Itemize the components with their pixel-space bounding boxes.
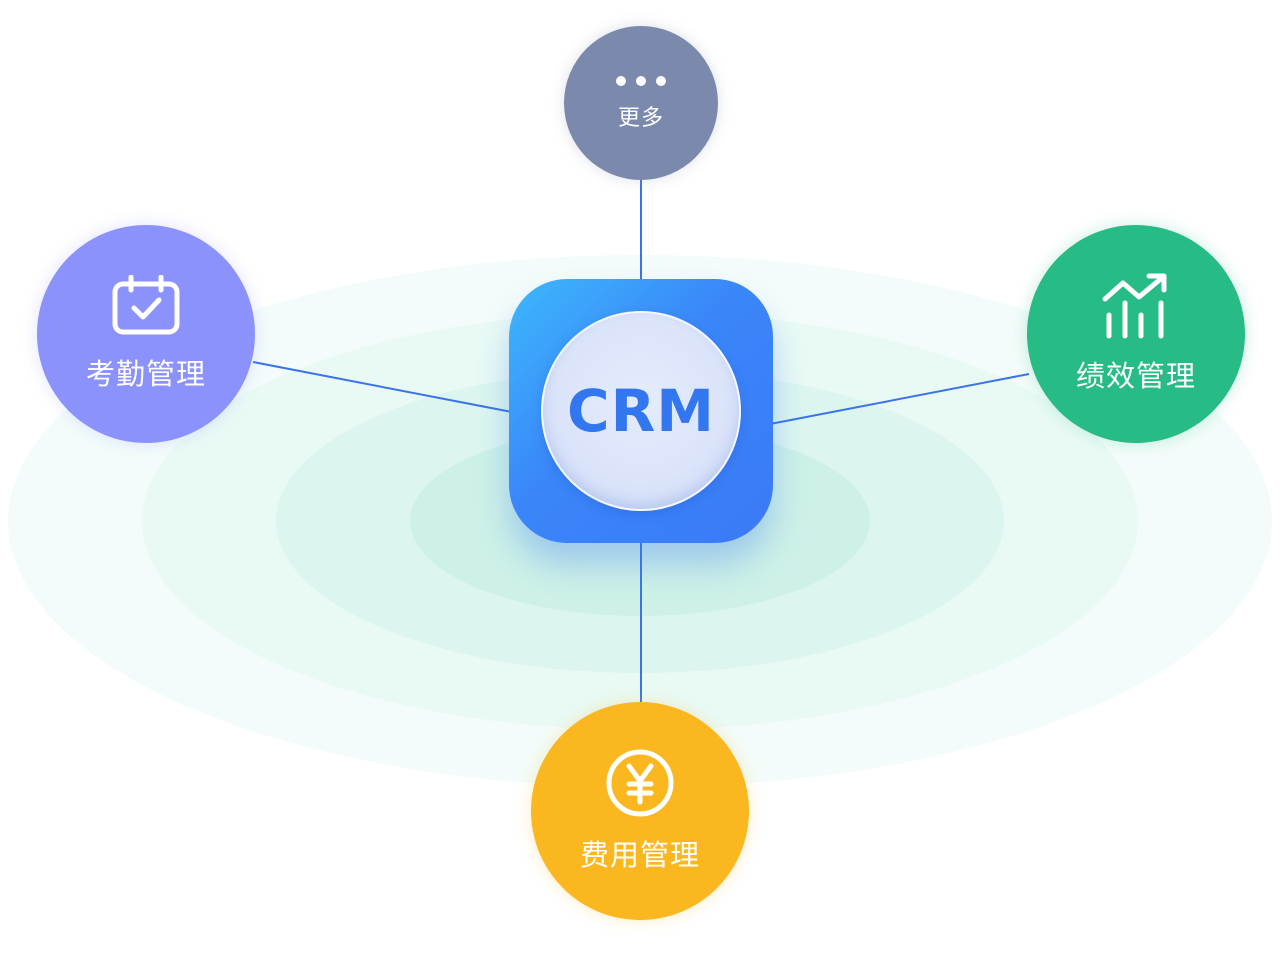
more-node[interactable]: 更多: [564, 26, 718, 180]
chart-trend-up-icon: [1101, 273, 1171, 339]
attendance-node[interactable]: 考勤管理: [37, 225, 255, 443]
expense-label: 费用管理: [579, 838, 700, 872]
performance-node[interactable]: 绩效管理: [1027, 225, 1245, 443]
more-dots-icon: [613, 74, 669, 88]
performance-label: 绩效管理: [1075, 359, 1196, 393]
connector-attendance: [252, 361, 513, 413]
more-label: 更多: [617, 106, 664, 131]
crm-disc: CRM: [541, 311, 741, 511]
crm-label: CRM: [567, 377, 715, 445]
connector-performance: [769, 373, 1030, 425]
expense-node[interactable]: 费用管理: [531, 702, 749, 920]
crm-center-tile[interactable]: CRM: [509, 279, 773, 543]
calendar-check-icon: [111, 275, 181, 337]
attendance-label: 考勤管理: [85, 357, 206, 391]
yen-coin-icon: [605, 748, 675, 818]
